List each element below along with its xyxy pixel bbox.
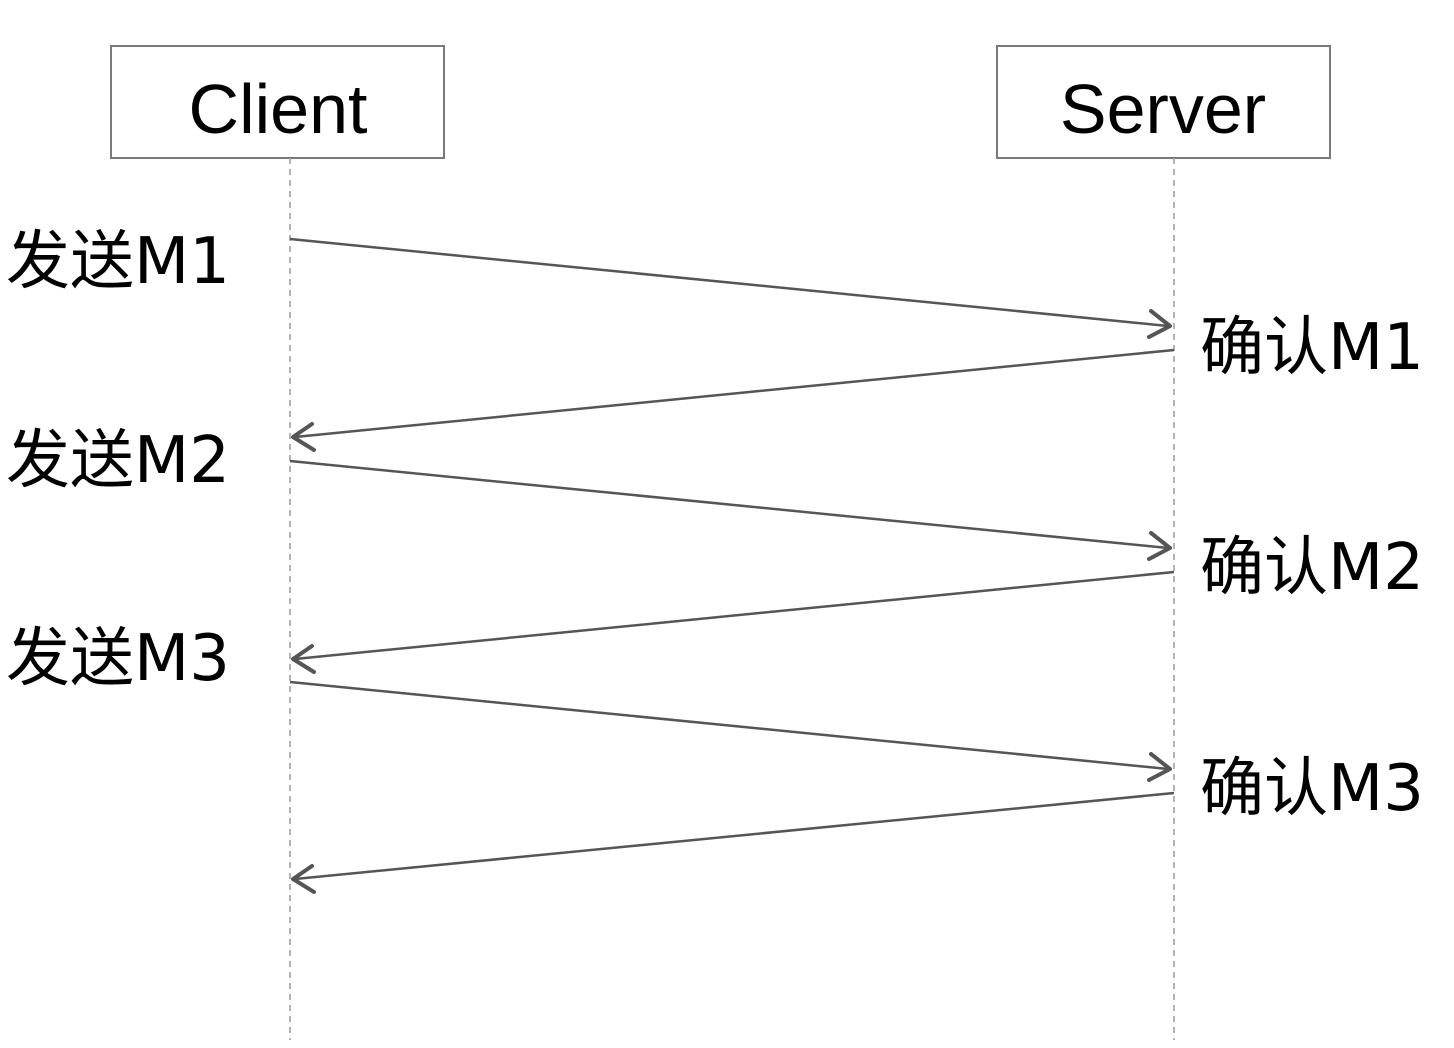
ack-m2-arrowhead: [291, 644, 316, 674]
ack-label-m2: 确认M2: [1200, 531, 1424, 605]
ack-label-m1: 确认M1: [1200, 311, 1424, 385]
ack-m3-arrowhead: [291, 864, 316, 894]
send-m2-arrowhead: [1147, 531, 1172, 561]
ack-label-m3: 确认M3: [1200, 752, 1424, 826]
ack-m3-arrow: [294, 791, 1175, 881]
server-label: Server: [1060, 70, 1266, 148]
ack-m2-arrow: [294, 570, 1175, 661]
send-m3-arrowhead: [1147, 752, 1172, 782]
ack-m1-arrow: [294, 348, 1175, 439]
send-m2-arrow: [289, 459, 1169, 550]
participant-client: Client: [110, 45, 445, 159]
client-label: Client: [189, 70, 368, 148]
server-box: [996, 45, 1331, 159]
send-label-m3: 发送M3: [6, 622, 230, 696]
send-label-m2: 发送M2: [6, 424, 230, 498]
send-m1-arrow: [289, 237, 1169, 328]
send-m1-arrowhead: [1147, 309, 1172, 339]
client-box: [110, 45, 445, 159]
participant-server: Server: [996, 45, 1331, 159]
send-label-m1: 发送M1: [6, 225, 230, 299]
ack-m1-arrowhead: [291, 422, 316, 452]
send-m3-arrow: [289, 680, 1169, 771]
